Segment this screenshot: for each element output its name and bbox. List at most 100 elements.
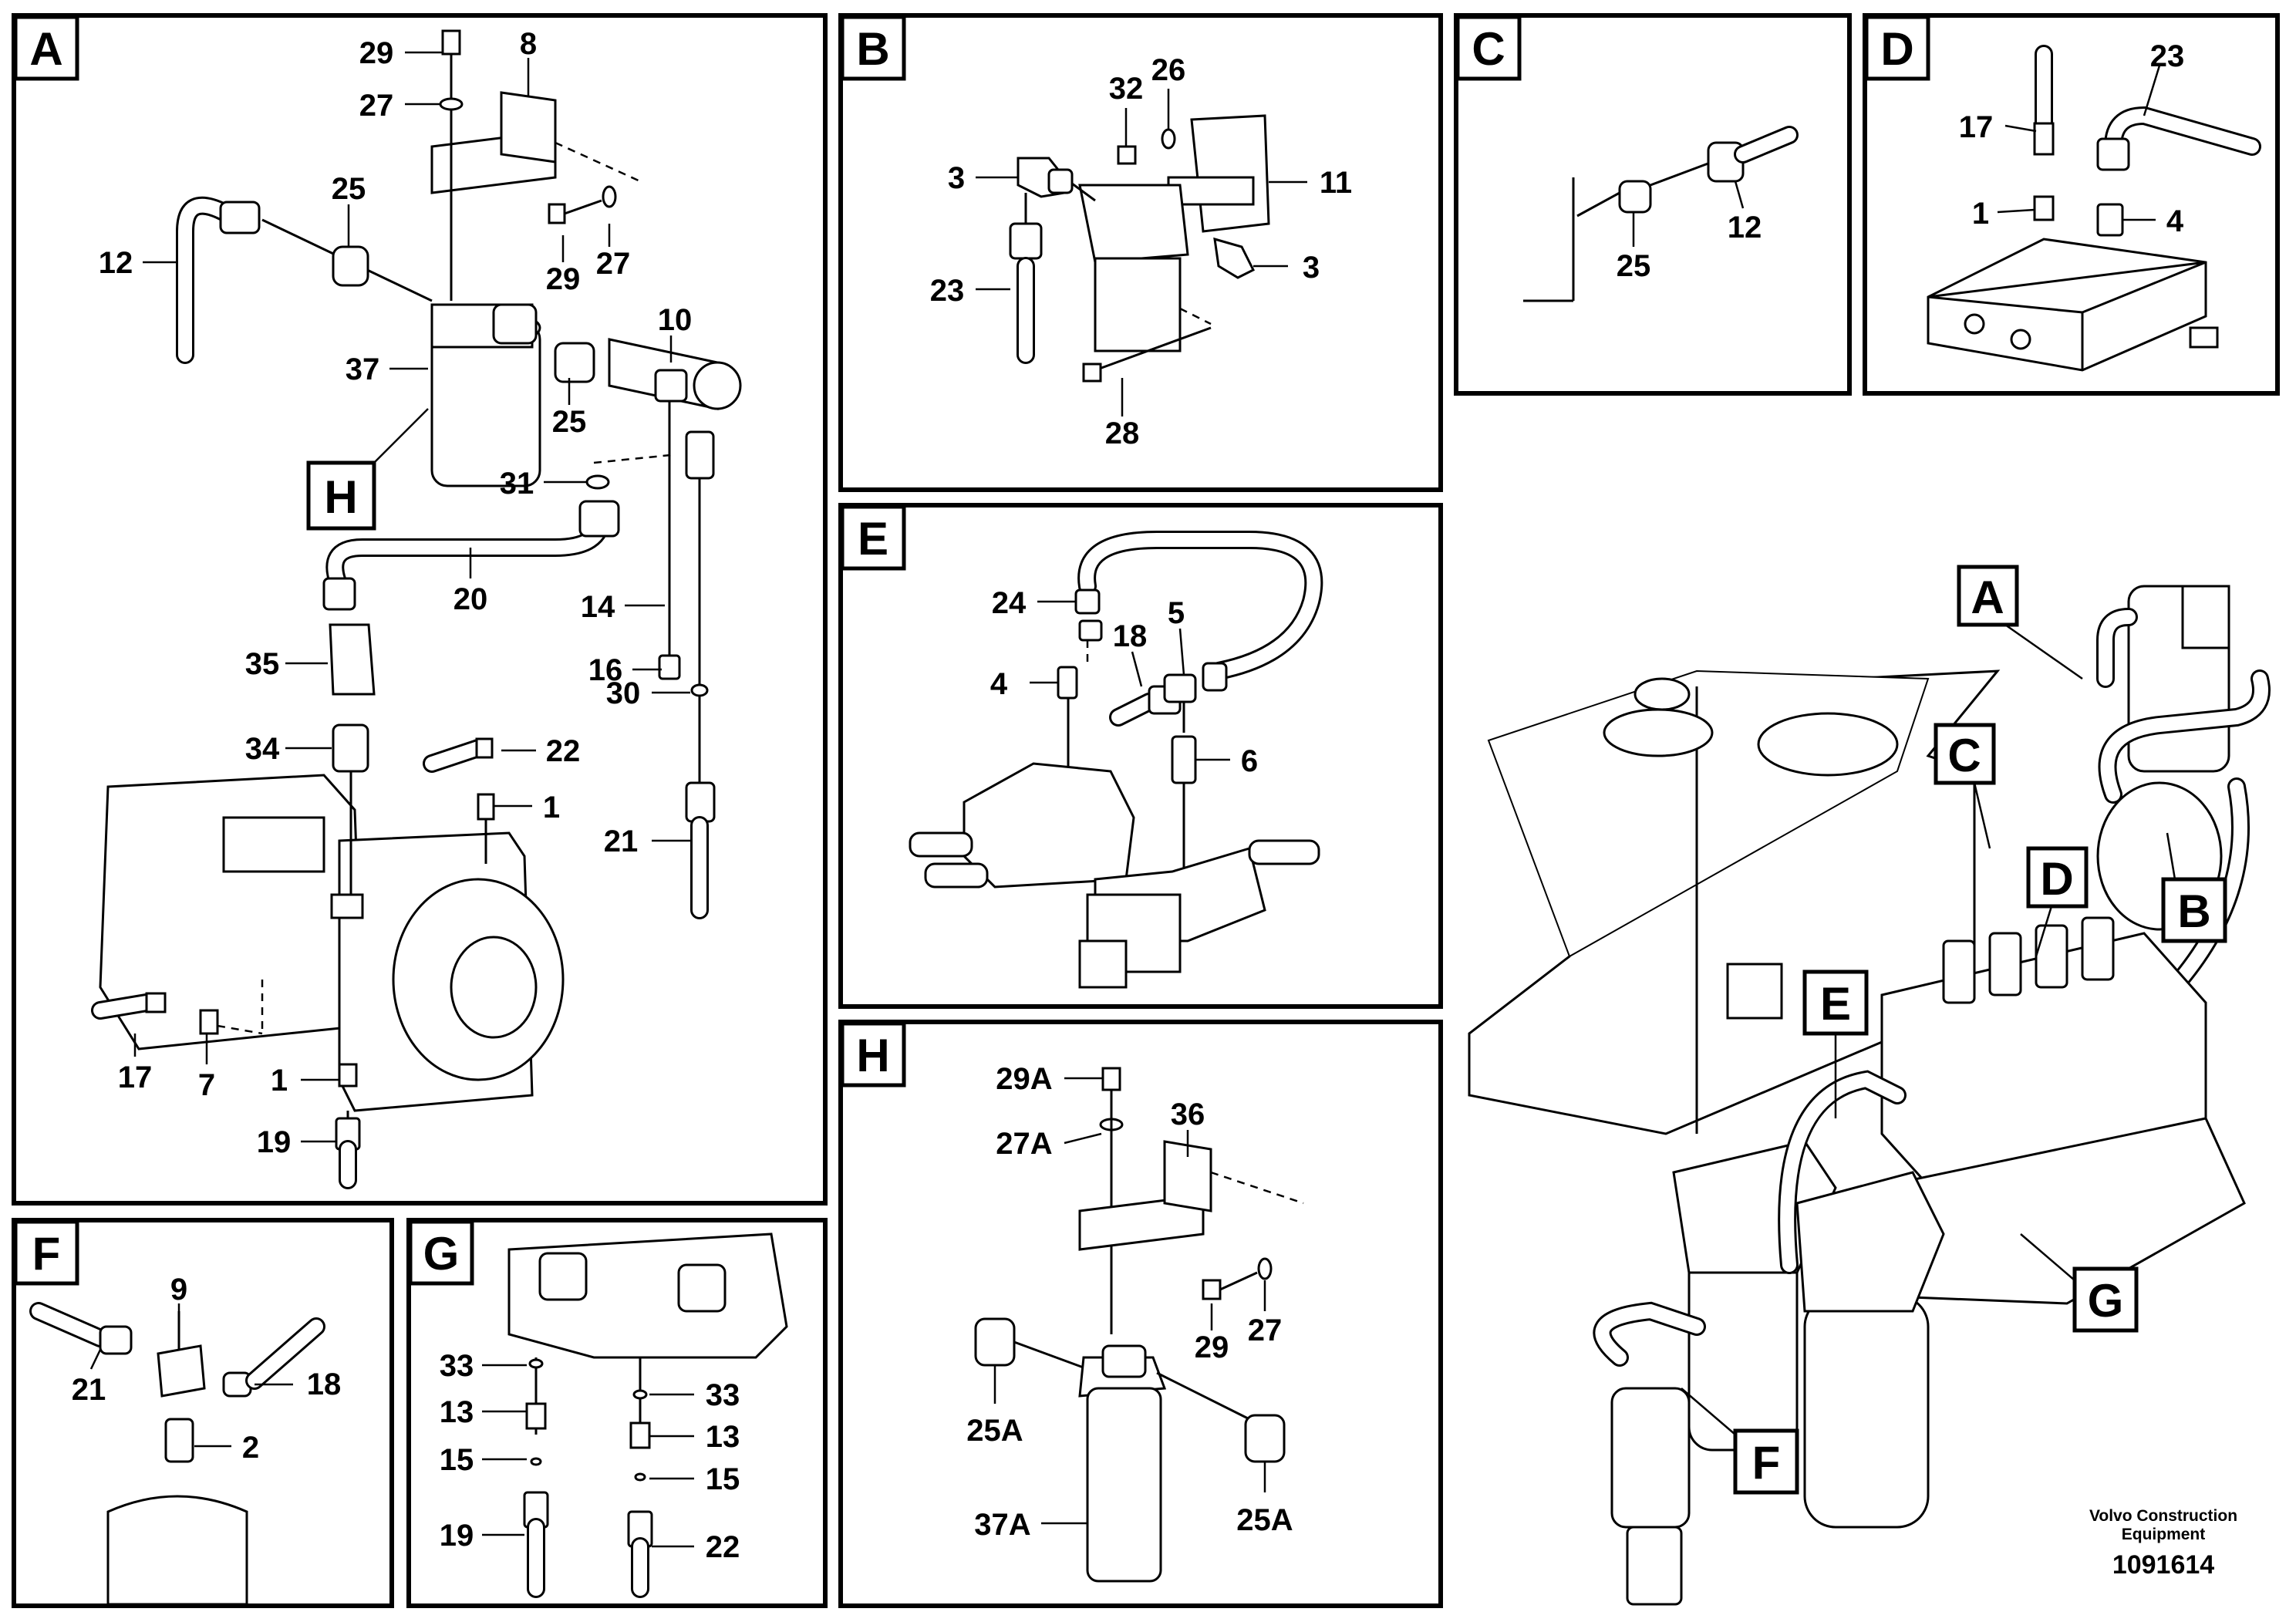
overview-tag-e-label: E bbox=[1820, 978, 1851, 1030]
company-name-line2: Equipment bbox=[2122, 1526, 2206, 1543]
part-label: 19 bbox=[440, 1519, 474, 1553]
part-label: 1 bbox=[1972, 197, 1989, 231]
overview-tag-c-label: C bbox=[1947, 730, 1981, 781]
part-label: 29A bbox=[996, 1062, 1052, 1096]
part-label: 36 bbox=[1171, 1098, 1205, 1131]
panel-a-labels: 29 8 27 25 12 29 27 10 37 25 31 14 16 20… bbox=[99, 27, 693, 1159]
part-label: 17 bbox=[1959, 110, 1994, 144]
panel-d: D 23 17 1 4 bbox=[1863, 13, 2280, 396]
part-label: 29 bbox=[1195, 1330, 1229, 1364]
part-label: 37 bbox=[346, 352, 380, 386]
panel-b: B 32 26 3 11 bbox=[838, 13, 1443, 492]
part-label: 25A bbox=[1236, 1503, 1293, 1537]
part-label: 23 bbox=[930, 274, 965, 308]
part-label: 29 bbox=[546, 262, 581, 296]
part-label: 26 bbox=[1151, 53, 1186, 87]
part-label: 25A bbox=[966, 1414, 1023, 1448]
panel-f-labels: 9 21 18 2 bbox=[72, 1273, 342, 1465]
panel-g: G 33 13 15 19 33 13 15 bbox=[406, 1218, 828, 1608]
overview-tag-b-label: B bbox=[2177, 885, 2210, 937]
part-label: 10 bbox=[658, 303, 693, 337]
panel-e-labels: 24 18 5 4 6 bbox=[990, 586, 1258, 778]
part-label: 7 bbox=[198, 1068, 215, 1102]
panel-e-letter: E bbox=[858, 513, 888, 565]
part-label: 34 bbox=[245, 732, 280, 766]
overview-tag-f bbox=[1733, 1428, 1799, 1495]
overview-tag-d bbox=[2026, 846, 2089, 909]
drawing-footer: Volvo Construction Equipment 1091614 bbox=[2089, 1507, 2237, 1580]
part-label: 18 bbox=[307, 1367, 342, 1401]
panel-b-labels: 32 26 3 11 3 23 28 bbox=[930, 53, 1352, 450]
part-label: 15 bbox=[706, 1462, 740, 1496]
panel-g-labels: 33 13 15 19 33 13 15 22 bbox=[440, 1349, 740, 1564]
overview-tag-f-label: F bbox=[1752, 1437, 1781, 1489]
part-label: 35 bbox=[245, 647, 280, 681]
part-label: 27 bbox=[596, 247, 631, 281]
panel-a-callout-h: H bbox=[324, 471, 357, 523]
panel-d-labels: 23 17 1 4 bbox=[1959, 39, 2185, 238]
panel-c-letter: C bbox=[1472, 23, 1505, 75]
part-label: 6 bbox=[1241, 744, 1258, 778]
company-name-line1: Volvo Construction bbox=[2089, 1507, 2237, 1525]
part-label: 33 bbox=[706, 1378, 740, 1412]
part-label: 17 bbox=[118, 1061, 153, 1094]
part-label: 2 bbox=[242, 1431, 259, 1465]
panel-g-letter: G bbox=[423, 1228, 460, 1280]
overview-tag-a bbox=[1957, 565, 2019, 627]
panel-a-letter: A bbox=[29, 23, 62, 75]
panel-f-letter: F bbox=[32, 1228, 61, 1280]
part-label: 24 bbox=[992, 586, 1027, 620]
panel-a: A bbox=[12, 13, 828, 1206]
part-label: 25 bbox=[552, 405, 587, 439]
part-label: 4 bbox=[990, 667, 1008, 701]
overview-tag-g-label: G bbox=[2088, 1275, 2124, 1327]
part-label: 23 bbox=[2150, 39, 2185, 73]
overview-tag-c bbox=[1934, 723, 1996, 785]
part-label: 28 bbox=[1105, 416, 1140, 450]
part-label: 5 bbox=[1168, 596, 1185, 630]
part-label: 37A bbox=[974, 1508, 1030, 1542]
part-label: 12 bbox=[1728, 211, 1762, 244]
part-label: 4 bbox=[2166, 204, 2184, 238]
part-label: 27A bbox=[996, 1127, 1052, 1161]
part-label: 18 bbox=[1113, 619, 1148, 653]
panel-h-labels: 29A 36 27A 29 27 25A 37A 25A bbox=[966, 1062, 1293, 1542]
overview-tag-d-label: D bbox=[2040, 853, 2073, 905]
panel-c: C 25 12 bbox=[1454, 13, 1852, 396]
part-label: 25 bbox=[332, 172, 366, 206]
part-label: 32 bbox=[1109, 72, 1144, 106]
panel-h: H 29A 36 27A 29 27 25A bbox=[838, 1020, 1443, 1608]
part-label: 27 bbox=[1248, 1313, 1283, 1347]
part-label: 31 bbox=[500, 467, 534, 501]
part-label: 3 bbox=[948, 161, 965, 195]
panel-c-labels: 25 12 bbox=[1617, 211, 1762, 283]
part-label: 22 bbox=[546, 734, 581, 768]
overview-tag-b bbox=[2161, 877, 2227, 943]
panel-d-letter: D bbox=[1880, 23, 1913, 75]
part-label: 30 bbox=[606, 676, 641, 710]
part-label: 9 bbox=[170, 1273, 187, 1307]
part-label: 11 bbox=[1320, 166, 1352, 200]
panel-e: E 24 18 5 4 6 bbox=[838, 503, 1443, 1009]
part-label: 25 bbox=[1617, 249, 1651, 283]
part-label: 14 bbox=[581, 590, 615, 624]
machine-overview: A C D B E G F bbox=[1468, 565, 2271, 1606]
part-label: 3 bbox=[1303, 251, 1320, 285]
part-label: 15 bbox=[440, 1443, 474, 1477]
part-label: 29 bbox=[359, 36, 394, 70]
panel-f: F 9 21 18 2 bbox=[12, 1218, 394, 1608]
part-label: 16 bbox=[588, 653, 623, 687]
overview-tag-a-label: A bbox=[1971, 572, 2004, 623]
drawing-id: 1091614 bbox=[2112, 1550, 2214, 1580]
panel-h-letter: H bbox=[856, 1030, 889, 1081]
part-label: 19 bbox=[257, 1125, 292, 1159]
part-label: 1 bbox=[543, 791, 560, 824]
part-label: 33 bbox=[440, 1349, 474, 1383]
part-label: 1 bbox=[271, 1064, 288, 1098]
part-label: 22 bbox=[706, 1530, 740, 1564]
part-label: 21 bbox=[72, 1373, 106, 1407]
part-label: 13 bbox=[706, 1420, 740, 1454]
overview-tag-g bbox=[2072, 1266, 2139, 1333]
part-label: 12 bbox=[99, 246, 133, 280]
